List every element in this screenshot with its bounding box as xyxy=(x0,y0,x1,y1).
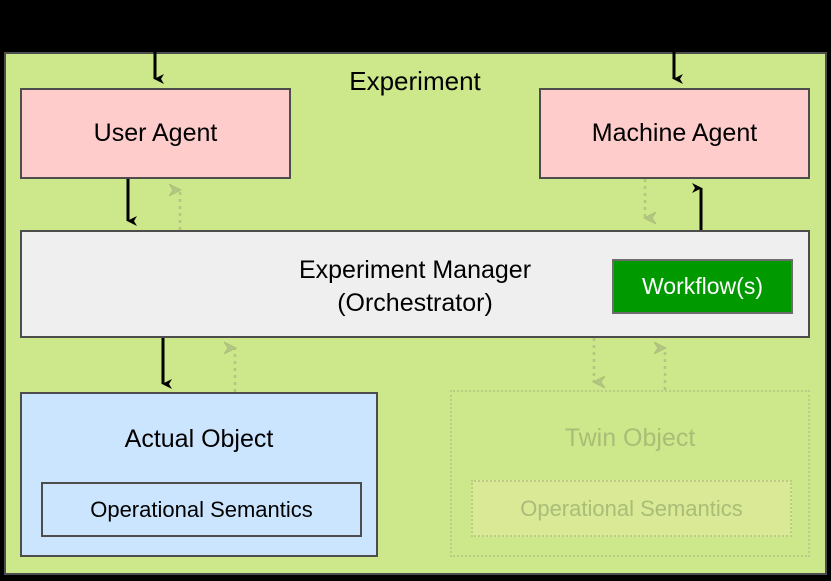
node-twin-object[interactable]: Twin Object Operational Semantics xyxy=(450,390,810,557)
node-workflows[interactable]: Workflow(s) xyxy=(612,259,793,314)
machine-agent-label: Machine Agent xyxy=(591,119,758,147)
experiment-title-text: Experiment xyxy=(349,66,481,96)
twin-object-label: Twin Object xyxy=(564,424,696,452)
twin-operational-semantics-label: Operational Semantics xyxy=(520,495,743,521)
node-experiment-manager[interactable]: Experiment Manager (Orchestrator) Workfl… xyxy=(20,230,810,338)
actual-object-label: Actual Object xyxy=(124,425,274,453)
node-user-agent[interactable]: User Agent xyxy=(20,88,291,179)
actual-operational-semantics-label: Operational Semantics xyxy=(90,496,313,522)
node-actual-object[interactable]: Actual Object Operational Semantics xyxy=(20,392,378,557)
node-machine-agent[interactable]: Machine Agent xyxy=(539,88,810,179)
experiment-title: Experiment xyxy=(300,64,530,98)
user-agent-label: User Agent xyxy=(93,119,218,147)
experiment-manager-label: Experiment Manager (Orchestrator) xyxy=(22,254,808,320)
experiment-manager-line-1: Experiment Manager xyxy=(298,256,532,284)
node-twin-operational-semantics[interactable]: Operational Semantics xyxy=(471,480,792,537)
workflows-label: Workflow(s) xyxy=(642,273,763,299)
node-actual-operational-semantics[interactable]: Operational Semantics xyxy=(41,482,362,537)
experiment-manager-line-2: (Orchestrator) xyxy=(337,289,493,317)
